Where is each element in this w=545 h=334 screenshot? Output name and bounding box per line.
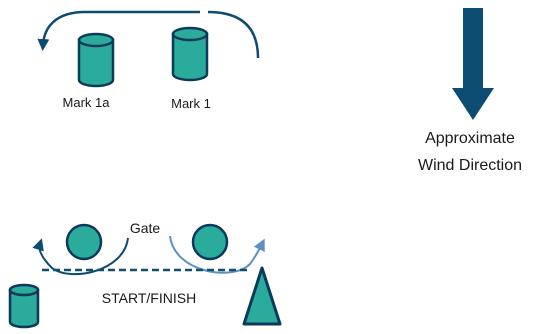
gate-left-buoy-icon xyxy=(65,223,103,261)
committee-boat-triangle-icon xyxy=(242,266,282,326)
wind-direction-arrow-icon xyxy=(452,8,494,120)
gate-right-rounding-arrow xyxy=(169,235,265,274)
mark-1-label: Mark 1 xyxy=(171,96,211,111)
wind-label-line2: Wind Direction xyxy=(418,157,522,174)
gate-label: Gate xyxy=(130,220,161,236)
mark-1-cylinder-icon xyxy=(171,26,209,82)
wind-label-line1: Approximate xyxy=(425,130,515,147)
mark-1a-cylinder-icon xyxy=(77,32,115,88)
gate-right-buoy-icon xyxy=(191,223,229,261)
start-pin-cylinder-icon xyxy=(8,283,40,329)
start-finish-label: START/FINISH xyxy=(102,290,196,306)
mark-1a-label: Mark 1a xyxy=(63,95,111,110)
upwind-rounding-arrow xyxy=(37,10,260,59)
